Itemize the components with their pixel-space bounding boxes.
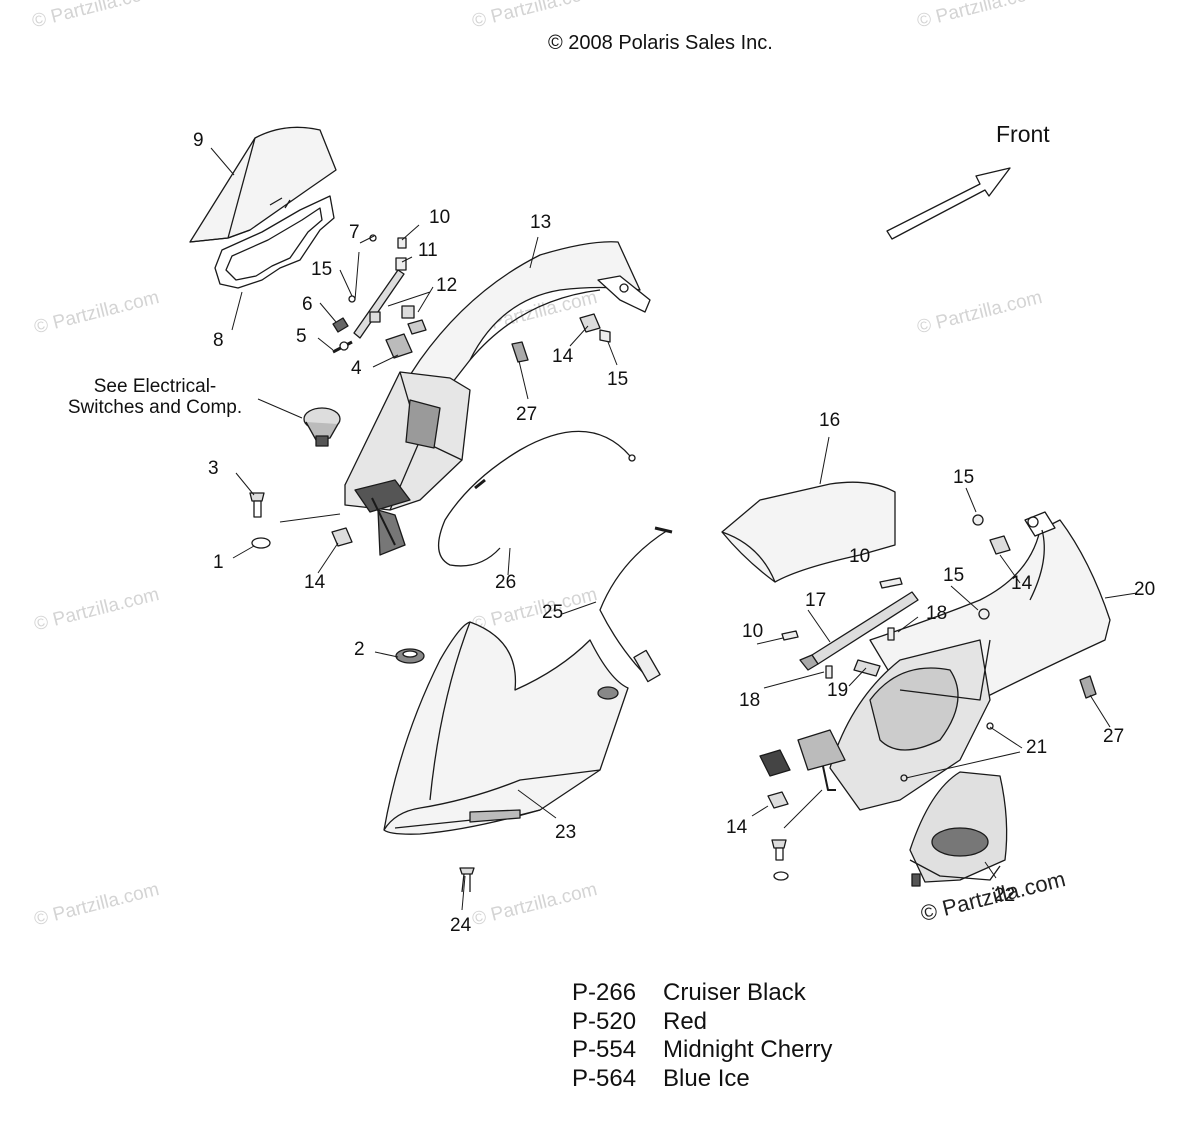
callout-18: 18 [926, 603, 948, 624]
callout-25: 25 [542, 602, 564, 623]
callout-15: 15 [953, 467, 975, 488]
callout-4: 4 [351, 358, 362, 379]
callout-23: 23 [555, 822, 577, 843]
callout-6: 6 [302, 294, 313, 315]
callout-20: 20 [1134, 579, 1156, 600]
callout-22: 22 [994, 885, 1016, 906]
color-code: P-520 [572, 1007, 637, 1035]
part-26-cable [438, 430, 636, 567]
part-21-screw [986, 722, 994, 730]
callout-13: 13 [530, 212, 552, 233]
hinge-hardware [332, 234, 427, 359]
part-1-washer [773, 871, 789, 881]
callout-10: 10 [849, 546, 871, 567]
callout-21: 21 [1026, 737, 1048, 758]
color-name: Cruiser Black [663, 979, 806, 1006]
color-name: Red [663, 1007, 708, 1035]
front-arrow-icon [886, 167, 1011, 240]
part-19-bracket [853, 659, 881, 677]
callout-10: 10 [429, 207, 451, 228]
callout-12: 12 [436, 275, 458, 296]
part-27-clip [511, 341, 529, 363]
switch-component [303, 407, 341, 447]
color-row: P-520 Red [572, 1008, 832, 1037]
color-code: P-266 [572, 979, 637, 1006]
part-10-screw [781, 630, 799, 641]
copyright-text: © 2008 Polaris Sales Inc. [548, 32, 773, 54]
callout-11: 11 [418, 240, 438, 261]
callout-9: 9 [193, 130, 204, 151]
front-tray [759, 639, 991, 811]
see-electrical-note: See Electrical- Switches and Comp. [45, 376, 265, 418]
callout-8: 8 [213, 330, 224, 351]
callout-7: 7 [349, 222, 360, 243]
callout-17: 17 [805, 590, 827, 611]
callout-27: 27 [1103, 726, 1125, 747]
part-18-screw [887, 627, 895, 641]
part-17-hinge [799, 577, 919, 671]
storage-box [344, 371, 471, 556]
part-2-grommet [395, 648, 425, 664]
part-14-clip [579, 313, 601, 333]
part-14-clip [331, 527, 353, 547]
color-row: P-554 Midnight Cherry [572, 1036, 832, 1065]
callout-27: 27 [516, 404, 538, 425]
part-9-lid [189, 126, 337, 243]
part-8-gasket [214, 195, 335, 289]
callout-16: 16 [819, 410, 841, 431]
callout-5: 5 [296, 326, 307, 347]
color-code: P-564 [572, 1064, 637, 1092]
part-25-cable [599, 526, 673, 683]
callout-15: 15 [607, 369, 629, 390]
part-3-fastener [249, 492, 265, 518]
part-16-lid [721, 481, 896, 583]
callout-15: 15 [311, 259, 333, 280]
color-row: P-266 Cruiser Black [572, 979, 832, 1008]
color-name: Midnight Cherry [663, 1036, 833, 1063]
part-2-grommet [597, 686, 619, 700]
callout-14: 14 [1011, 573, 1033, 594]
part-1-washer [251, 537, 271, 549]
part-23-cover [383, 621, 629, 835]
callout-19: 19 [827, 680, 849, 701]
note-text: See Electrical- Switches and Comp. [67, 376, 243, 418]
part-15-screw [978, 608, 990, 620]
callout-15: 15 [943, 565, 965, 586]
leader-lines [210, 147, 1138, 911]
part-18-screw [825, 665, 833, 679]
color-code-list: P-266 Cruiser Black P-520 Red P-554 Midn… [572, 979, 832, 1093]
color-row: P-564 Blue Ice [572, 1065, 832, 1094]
callout-14: 14 [726, 817, 748, 838]
callout-18: 18 [739, 690, 761, 711]
callout-24: 24 [450, 915, 472, 936]
callout-14: 14 [304, 572, 326, 593]
part-15-screw [599, 329, 611, 343]
callout-14: 14 [552, 346, 574, 367]
part-24-fastener [459, 867, 475, 893]
color-name: Blue Ice [663, 1064, 750, 1092]
part-14-clip [767, 791, 789, 809]
callout-2: 2 [354, 639, 365, 660]
part-15-screw [972, 514, 984, 526]
callout-1: 1 [213, 552, 224, 573]
part-14-clip [989, 535, 1011, 555]
front-label: Front [996, 121, 1050, 147]
callout-26: 26 [495, 572, 517, 593]
color-code: P-554 [572, 1036, 637, 1063]
part-27-clip [1079, 675, 1097, 699]
part-3-fastener [771, 839, 787, 861]
part-22-cup [909, 771, 1008, 887]
callout-10: 10 [742, 621, 764, 642]
callout-3: 3 [208, 458, 219, 479]
